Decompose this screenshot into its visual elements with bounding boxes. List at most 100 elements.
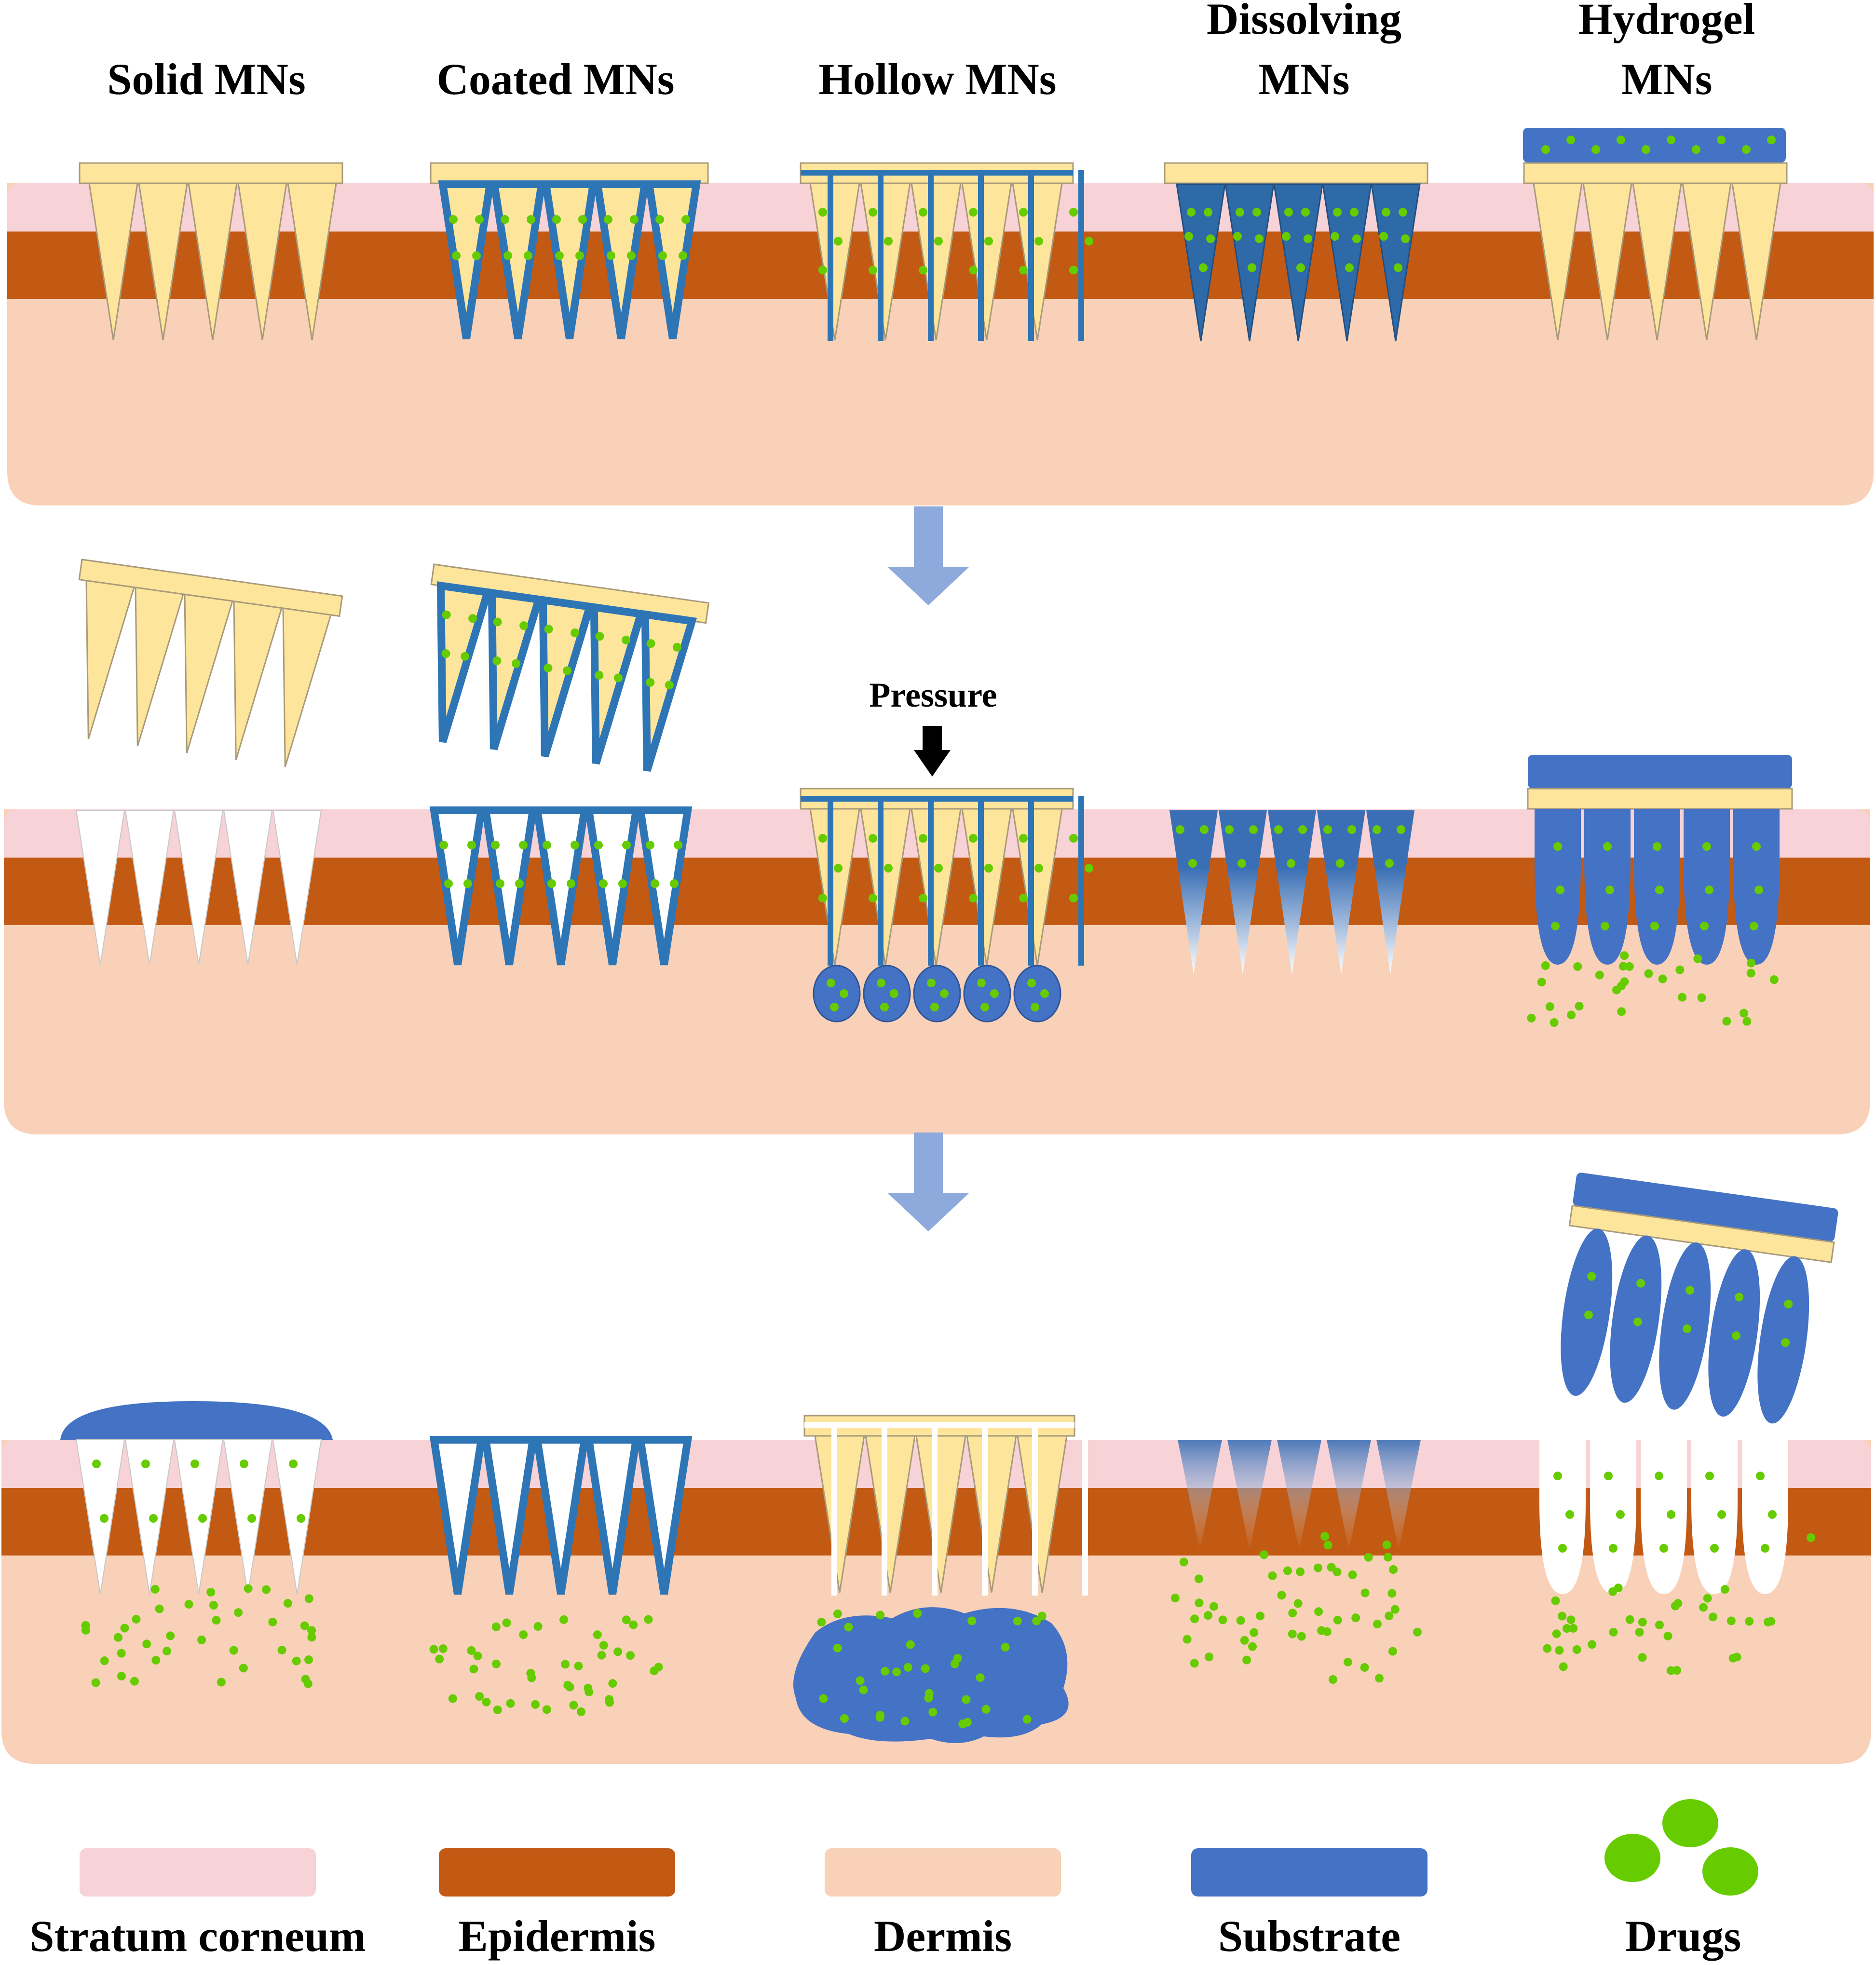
drug-particle [297,1514,305,1523]
drug-particle [452,251,461,260]
pressure-label: Pressure [869,676,997,714]
hollow-channel [1078,170,1084,341]
drug-particle [990,989,999,998]
drug-particle [1575,1002,1584,1011]
drug-particle [1618,962,1628,971]
drug-particle [1259,1550,1268,1559]
needle-spike [436,581,493,743]
hollow-reservoir-channel-empty [804,1422,1074,1428]
needle-spike [539,595,595,758]
drug-particle [980,1003,989,1011]
drug-particle [1288,1629,1297,1638]
drug-particle [519,841,528,849]
drug-particle [655,215,664,224]
needle-spike [1277,1440,1321,1551]
drug-particle [441,649,450,658]
drug-particle [473,1651,482,1661]
drug-particle [1650,922,1659,930]
drug-particle [1545,1002,1554,1011]
needle-spike [1268,810,1316,974]
drug-particle [967,1616,977,1625]
drug-particle [1655,1472,1663,1480]
drug-particle [1720,1585,1729,1594]
drug-particle [969,834,978,843]
drug-particle [1642,145,1650,154]
drug-particle [449,215,458,224]
drug-particle [1364,1553,1373,1562]
drug-particle [1401,234,1410,243]
pressure-indicator: Pressure [869,676,997,777]
drug-particle [472,251,481,260]
drug-particle [519,1630,528,1639]
needle-spike [174,810,224,965]
drug-particle [1284,208,1293,217]
needle-spike [961,808,1012,966]
drug-particle [1739,1009,1748,1018]
drug-particle [599,879,608,888]
drug-particle [674,841,682,849]
legend-label-stratum: Stratum corneum [29,1911,366,1961]
needle-spike [1219,810,1267,974]
drug-particle [1297,1632,1306,1641]
drug-particle [1553,1472,1562,1480]
drug-particle [1233,232,1242,241]
drug-particle [1750,922,1758,930]
drug-particle [1336,859,1345,868]
drug-particle [463,879,472,888]
legend-swatch-drugs [1604,1799,1758,1896]
drug-particle [934,237,943,246]
drug-particle [1351,1613,1360,1623]
drug-particle [1205,1652,1214,1662]
legend-swatch-epidermis [439,1848,675,1897]
drug-particle [1387,1589,1397,1598]
drug-particle [229,1646,238,1655]
drug-particle [927,979,936,987]
drug-particle [491,1659,501,1668]
drug-particle [1199,263,1208,272]
drug-particle [1379,232,1388,241]
drug-particle [206,1588,216,1597]
drug-particle [830,1003,839,1011]
drug-particle [1240,1636,1249,1645]
drug-particle [439,841,448,849]
needle-spike [429,1436,486,1595]
drug-particle [1722,1017,1731,1026]
drug-particle [1374,1674,1384,1683]
needle-spike [1169,810,1218,974]
swelling-hole [1539,1440,1586,1594]
drug-particle [1382,1541,1391,1550]
drug-particle [1195,1598,1204,1608]
drug-particle [289,1460,298,1468]
needle-spike [1322,183,1372,341]
drug-particle [163,1647,172,1656]
drug-particle [859,1685,868,1694]
drug-particle [880,1003,889,1011]
drug-particle [559,1615,568,1624]
drug-particle [240,1460,248,1468]
drug-particle [262,1585,271,1594]
drug-particle [543,841,551,849]
drug-particle [502,1618,511,1627]
drug-particle [1288,1609,1297,1618]
hollow-channel [878,170,884,341]
drug-particle [1620,977,1629,986]
drug-particle [1203,1611,1212,1620]
drug-particle [132,1615,141,1624]
needle-spike [287,182,337,341]
needle-spike [1017,1435,1068,1593]
drug-particle [1236,1616,1245,1625]
drug-particle [840,1714,849,1723]
drug-particle [569,1701,578,1710]
hollow-channel [828,796,833,966]
drug-particle [1293,1599,1303,1608]
drug-particle [1742,1017,1752,1026]
drug-particle [1686,1285,1695,1295]
drug-particle [818,208,827,217]
drug-particle [963,1718,972,1727]
needle-spike [1682,182,1732,341]
drug-particle [1683,1324,1692,1333]
drug-particle [1552,1629,1561,1638]
drug-particle [527,215,535,224]
drug-particle [1385,1611,1394,1621]
drug-particle [962,1695,971,1704]
